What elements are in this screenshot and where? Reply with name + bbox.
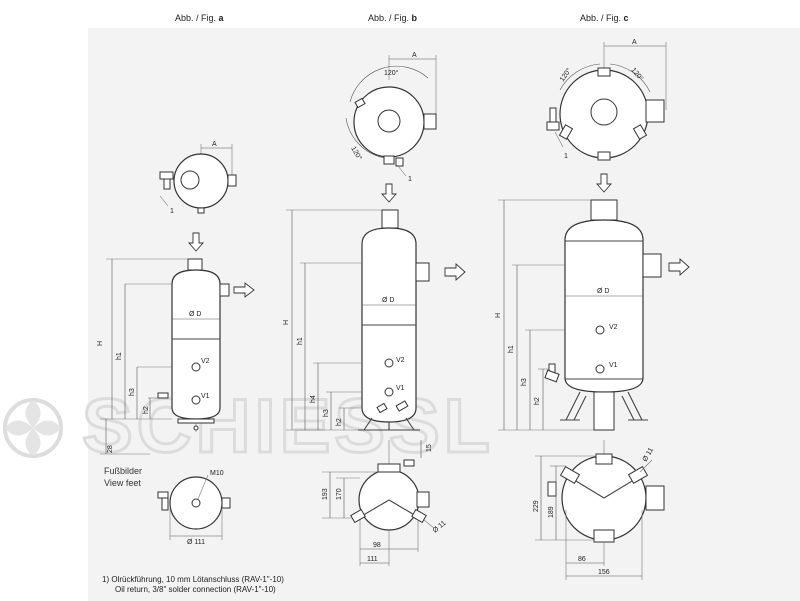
- figure-c-flow-arrow-down-icon: [596, 173, 612, 193]
- figure-b-side-view: Ø D V2 V1 H h1 h4 h3 h2: [283, 209, 466, 431]
- figure-a-flow-arrow-down-icon: [188, 232, 204, 252]
- watermark: SCHIESSL: [3, 383, 494, 471]
- figure-c-diameter-label: Ø D: [597, 288, 609, 295]
- figure-b-v1-label: V1: [396, 385, 405, 392]
- feet-view-label-en: View feet: [104, 478, 141, 488]
- figure-b-dim-h4: h4: [310, 395, 317, 403]
- figure-a-dim-h: H: [97, 341, 104, 346]
- figure-b-top-marker-1: 1: [408, 176, 412, 183]
- figure-c-dim-a: A: [632, 39, 637, 46]
- figure-a-title: Abb. / Fig. a: [175, 13, 225, 23]
- figure-c-dim-86: 86: [578, 556, 586, 563]
- figure-a-top-marker-1: 1: [170, 208, 174, 215]
- figure-b-dim-h1: h1: [297, 337, 304, 345]
- figure-c-v2-label: V2: [609, 324, 618, 331]
- figure-c-top-marker-1: 1: [564, 153, 568, 160]
- figure-c-bottom-view: Ø 11 229 189 86 156: [533, 440, 665, 580]
- footnote-line-en: Oil return, 3/8" solder connection (RAV-…: [115, 585, 276, 594]
- figure-c-top-view: A 120° 120° 1: [546, 39, 667, 161]
- figure-c-v1-label: V1: [609, 362, 618, 369]
- figure-b-dim-h: H: [283, 320, 290, 325]
- figure-b-dim-193: 193: [322, 488, 329, 500]
- figure-b-flow-arrow-out-icon: [444, 262, 466, 282]
- figure-b-title: Abb. / Fig. b: [368, 13, 418, 23]
- figure-c-dim-h3: h3: [521, 378, 528, 386]
- figure-b: A 120° 120° 1 Ø D V2 V1: [283, 52, 466, 566]
- figure-a-top-view: A 1: [159, 141, 237, 215]
- figure-c-dim-229: 229: [533, 500, 540, 512]
- figure-b-dim-111: 111: [367, 556, 378, 563]
- figure-b-diameter-label: Ø D: [382, 297, 394, 304]
- figure-c-title: Abb. / Fig. c: [580, 13, 629, 23]
- watermark-fan-logo-icon: [3, 398, 63, 458]
- figure-c: A 120° 120° 1 Ø D: [495, 39, 690, 580]
- figure-a-dim-h1: h1: [116, 352, 123, 360]
- figure-c-dim-h2: h2: [534, 397, 541, 405]
- figure-b-flow-arrow-down-icon: [381, 183, 397, 203]
- figure-a-dim-a: A: [212, 141, 217, 148]
- figure-c-dim-h: H: [495, 313, 502, 318]
- figure-a-diameter-label: Ø D: [189, 311, 201, 318]
- figure-b-dim-170: 170: [336, 488, 343, 500]
- figure-a-dim-h3: h3: [129, 388, 136, 396]
- figure-c-dim-156: 156: [598, 569, 610, 576]
- figure-b-dim-h2: h2: [336, 418, 343, 426]
- figure-a-v1-label: V1: [201, 393, 210, 400]
- figure-b-angle-top: 120°: [384, 69, 399, 77]
- figure-c-dim-h1: h1: [508, 345, 515, 353]
- figure-a-thread-label: M10: [210, 470, 224, 477]
- figure-b-dim-98: 98: [373, 542, 381, 549]
- figure-a-dim-h2: h2: [143, 406, 150, 414]
- figure-b-dim-a: A: [412, 52, 417, 59]
- figure-c-side-view: Ø D V2 V1 H h1 h3 h2: [495, 199, 690, 431]
- figure-a-bottom-view: M10 Ø 111: [157, 470, 231, 546]
- footnote-line-de: 1) Olrückführung, 10 mm Lötanschluss (RA…: [102, 575, 284, 584]
- figure-b-top-view: A 120° 120° 1: [345, 52, 437, 183]
- figure-b-v2-label: V2: [396, 357, 405, 364]
- figure-a-side-view: Ø D V2 V1 H h1 h3 h2 28: [97, 258, 255, 455]
- figure-c-dim-189: 189: [548, 506, 555, 518]
- watermark-text: SCHIESSL: [82, 384, 494, 469]
- figure-b-dim-15: 15: [426, 444, 433, 452]
- figure-b-dim-h3: h3: [323, 409, 330, 417]
- figure-a-flow-arrow-out-icon: [233, 282, 255, 298]
- figure-b-bottom-view: 15 Ø 11 193 170 98 111: [322, 440, 448, 566]
- figure-a-v2-label: V2: [201, 358, 210, 365]
- figure-c-flow-arrow-out-icon: [668, 257, 690, 277]
- feet-view-label-de: Fußbilder: [104, 466, 142, 476]
- figure-a-dim-d111: Ø 111: [187, 539, 205, 546]
- figure-a-dim-28: 28: [107, 445, 114, 453]
- figure-a: A 1 Ø D V2 V1: [97, 141, 255, 546]
